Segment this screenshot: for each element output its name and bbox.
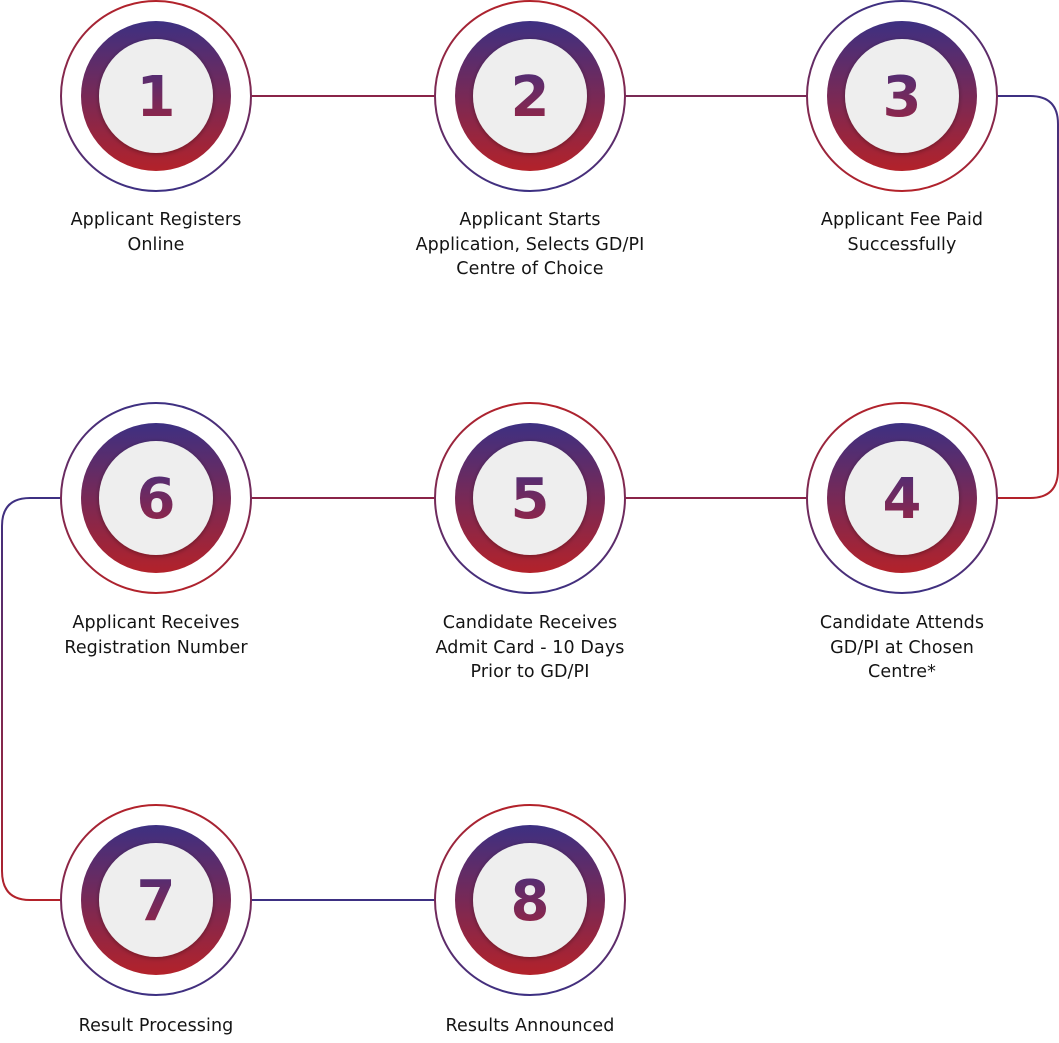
step-2-label: Applicant Starts Application, Selects GD… — [415, 210, 645, 279]
step-8-number: 8 — [511, 869, 550, 934]
step-nodes: 1 2 3 4 5 6 7 8 — [60, 0, 998, 996]
step-6-inner-disc — [99, 441, 213, 555]
step-4-inner-disc — [845, 441, 959, 555]
step-5-number: 5 — [511, 467, 550, 532]
connectors — [0, 95, 1059, 901]
step-3-inner-disc — [845, 39, 959, 153]
step-5-inner-disc — [473, 441, 587, 555]
step-7-number: 7 — [137, 869, 176, 934]
step-7-label: Result Processing — [78, 1016, 234, 1036]
connector-6-7 — [0, 497, 62, 901]
step-6-label: Applicant Receives Registration Number — [64, 613, 248, 658]
step-4-number: 4 — [883, 467, 922, 532]
step-4-node: 4 — [806, 402, 998, 594]
step-3-label: Applicant Fee Paid Successfully — [820, 210, 984, 255]
step-8-label: Results Announced — [445, 1016, 615, 1036]
step-1-label: Applicant Registers Online — [70, 210, 242, 255]
step-1-inner-disc — [99, 39, 213, 153]
connector-3-4 — [997, 95, 1059, 499]
step-5-label: Candidate Receives Admit Card - 10 Days … — [435, 613, 625, 682]
step-3-number: 3 — [883, 65, 922, 130]
step-2-inner-disc — [473, 39, 587, 153]
step-8-node: 8 — [434, 804, 626, 996]
step-1-number: 1 — [137, 65, 176, 130]
step-7-inner-disc — [99, 843, 213, 957]
step-8-inner-disc — [473, 843, 587, 957]
step-7-node: 7 — [60, 804, 252, 996]
step-6-number: 6 — [137, 467, 176, 532]
step-4-label: Candidate Attends GD/PI at Chosen Centre… — [819, 613, 985, 682]
step-6-node: 6 — [60, 402, 252, 594]
step-2-node: 2 — [434, 0, 626, 192]
step-1-node: 1 — [60, 0, 252, 192]
step-3-node: 3 — [806, 0, 998, 192]
step-5-node: 5 — [434, 402, 626, 594]
step-2-number: 2 — [511, 65, 550, 130]
